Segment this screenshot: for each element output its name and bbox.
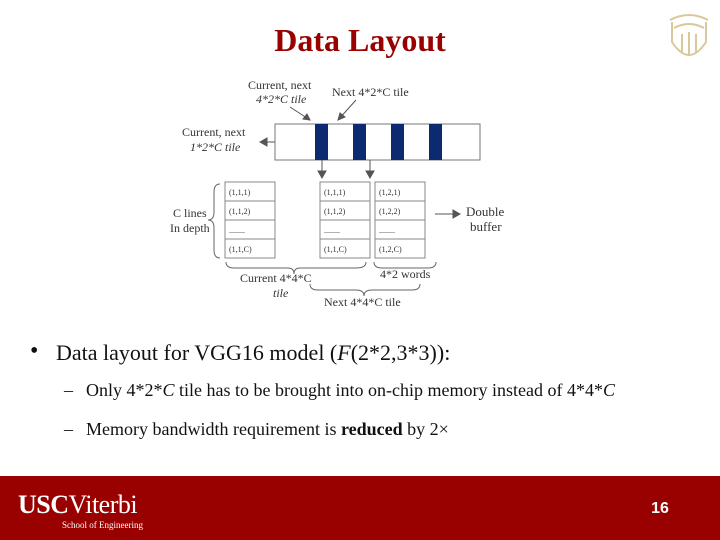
label-c-lines-line2: In depth bbox=[170, 221, 210, 235]
grid-cell: (1,1,1) bbox=[324, 188, 346, 197]
tile-block bbox=[391, 124, 404, 160]
grid-cell: (1,2,C) bbox=[379, 245, 402, 254]
usc-viterbi-logo: USCViterbi School of Engineering bbox=[18, 490, 143, 531]
label-current-next2-line1: Current, next bbox=[182, 125, 246, 139]
grid-cell: ........ bbox=[379, 226, 395, 235]
slide-title: Data Layout bbox=[274, 22, 446, 58]
current-tile-brace bbox=[225, 261, 367, 275]
label-current-next-line2: 4*2*C tile bbox=[256, 92, 307, 106]
label-current-next-line1: Current, next bbox=[248, 78, 312, 92]
label-c-lines-line1: C lines bbox=[173, 206, 207, 220]
label-words: 4*2 words bbox=[380, 267, 431, 281]
grid-cell: (1,2,2) bbox=[379, 207, 401, 216]
bullet-sub-2: –Memory bandwidth requirement is reduced… bbox=[64, 419, 449, 439]
label-current-4x4-line2: tile bbox=[273, 286, 289, 300]
bullet-main: •Data layout for VGG16 model (F(2*2,3*3)… bbox=[30, 338, 451, 365]
bullet-list: •Data layout for VGG16 model (F(2*2,3*3)… bbox=[30, 338, 700, 440]
grid-cell: (1,1,2) bbox=[324, 207, 346, 216]
grid-cell: ........ bbox=[324, 226, 340, 235]
grid-cell: (1,2,1) bbox=[379, 188, 401, 197]
tile-block bbox=[315, 124, 328, 160]
label-current-4x4-line1: Current 4*4*C bbox=[240, 271, 312, 285]
tile-block bbox=[353, 124, 366, 160]
tile-strip bbox=[274, 123, 481, 161]
label-double-line1: Double bbox=[466, 204, 505, 219]
bullet-sub-1: –Only 4*2*C tile has to be brought into … bbox=[64, 380, 615, 400]
label-next-tile: Next 4*2*C tile bbox=[332, 85, 409, 99]
tile-block bbox=[429, 124, 442, 160]
label-next-4x4: Next 4*4*C tile bbox=[324, 295, 401, 309]
grid-cell: (1,1,1) bbox=[229, 188, 251, 197]
grid-cell: (1,1,C) bbox=[229, 245, 252, 254]
grid-cell: (1,1,2) bbox=[229, 207, 251, 216]
bullet-dot: • bbox=[30, 338, 39, 364]
grid-cell: ........ bbox=[229, 226, 245, 235]
data-layout-diagram: Current, next 4*2*C tile Next 4*2*C tile… bbox=[170, 78, 505, 309]
words-brace bbox=[373, 261, 437, 269]
footer-bar bbox=[0, 476, 720, 540]
page-number: 16 bbox=[651, 500, 669, 517]
grid-cell: (1,1,C) bbox=[324, 245, 347, 254]
label-double-line2: buffer bbox=[470, 219, 502, 234]
usc-seal-icon bbox=[669, 14, 709, 56]
c-lines-brace bbox=[207, 183, 221, 259]
label-current-next2-line2: 1*2*C tile bbox=[190, 140, 241, 154]
next-tile-brace bbox=[309, 283, 421, 297]
